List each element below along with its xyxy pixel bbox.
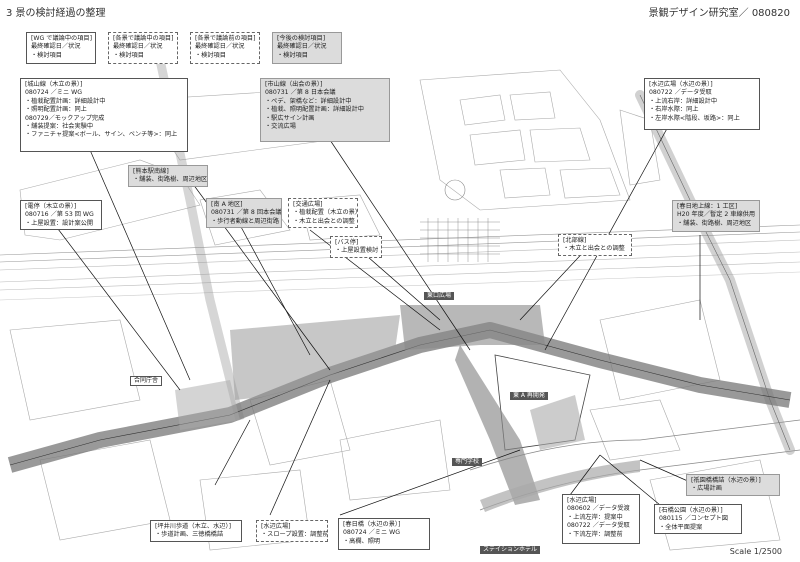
callout-heading: [水辺広場]	[567, 497, 597, 504]
callout-heading: [電停（木立の景）]	[25, 203, 77, 210]
legend-line: 最終確認日／状況	[113, 43, 163, 51]
callout-line: 080724 ／ミニ WG	[343, 529, 401, 537]
callout-line: ・左岸水際<階段、坂路>：同上	[649, 114, 740, 122]
callout-ichiyama: [市山線（出会の景）] 080731 ／第 8 日本会議 ・ペデ、架橋など：詳細…	[260, 78, 390, 142]
callout-line: 080722 ／データ受取	[567, 522, 630, 530]
callout-heading: [市山線（出会の景）]	[265, 81, 323, 88]
legend-line: 最終確認日／状況	[195, 43, 245, 51]
callout-line: ・高欄、照明	[343, 537, 381, 545]
callout-ishibashi: [石橋公園（水辺の景）] 080115 ／コンセプト図 ・全体平面提案	[654, 504, 742, 534]
parking-grid	[420, 218, 500, 262]
callout-line: ・舗装、街路樹、周辺地区	[133, 176, 208, 184]
callout-kasuga-bridge: [春日橋（水辺の景）] 080724 ／ミニ WG ・高欄、照明	[338, 518, 430, 550]
legend-heading: [各景で議論中の項目]	[113, 35, 174, 42]
callout-heading: [北部線]	[563, 237, 587, 244]
legend-heading: [各景で議論前の項目]	[195, 35, 256, 42]
callout-line: ・上流左岸：提案中	[567, 513, 623, 521]
callout-line: ・照明配置計画：同上	[25, 106, 87, 114]
legend-wg: [WG で議論中の項目] 最終確認日／状況 ・検討項目	[26, 32, 96, 64]
callout-line: ・上流右岸：詳細設計中	[649, 97, 718, 105]
callout-line: 080731 ／第 8 日本会議	[265, 89, 336, 97]
callout-line: ・スロープ設置：調整前	[261, 531, 328, 539]
callout-line: ・ファニチャ提案<ボール、サイン、ベンチ等>：同上	[25, 131, 178, 139]
callout-line: ・歩道計画、三徳橋橋詰	[155, 531, 224, 539]
label-hotel: ステイションホテル	[480, 546, 541, 554]
callout-heading: [春日地上線：1 工区]	[677, 203, 738, 210]
label-higashiguchi: 東口広場	[424, 292, 455, 300]
callout-line: ・植栽配置計画：詳細設計中	[25, 97, 106, 105]
label-higashi-a: 東 A 再開発	[510, 392, 548, 400]
callout-line: ・上屋設置検討	[335, 247, 379, 255]
callout-minami-a: [南 A 地区] 080731 ／第 8 回本会議 ・歩行者動線と周辺街路	[206, 198, 282, 228]
callout-line: ・駅広サイン計画	[265, 114, 315, 122]
callout-line: ・下流左岸：調整前	[567, 530, 623, 538]
callout-line: ・ペデ、架橋など：詳細設計中	[265, 97, 352, 105]
legend-line: 最終確認日／状況	[31, 43, 81, 51]
callout-line: 080722 ／データ受取	[649, 89, 712, 97]
callout-gionbashi: [祇園橋橋詰（水辺の景）] ・広場計画	[686, 474, 780, 496]
callout-mizube-square: [水辺広場（水辺の景）] 080722 ／データ受取 ・上流右岸：詳細設計中 ・…	[644, 78, 760, 130]
callout-densha: [電停（木立の景）] 080716 ／第 53 回 WG ・上屋設置：設計案公開	[20, 200, 102, 230]
legend-line: 最終確認日／状況	[277, 43, 327, 51]
callout-heading: [坪井川歩道（木立、水辺）]	[155, 523, 231, 530]
callout-tsuboigawa: [坪井川歩道（木立、水辺）] ・歩道計画、三徳橋橋詰	[150, 520, 242, 542]
legend-heading: [今後の検討項目]	[277, 35, 326, 42]
callout-heading: [水辺広場]	[261, 523, 291, 530]
callout-mizube-square-3: [水辺広場] 080602 ／データ受渡 ・上流左岸：提案中 080722 ／デ…	[562, 494, 640, 544]
callout-heading: [熊本駅南線]	[133, 168, 169, 175]
page-title: 3 景の検討経過の整理	[6, 8, 106, 19]
legend-future: [今後の検討項目] 最終確認日／状況 ・検討項目	[272, 32, 342, 64]
office-date: 景観デザイン研究室／ 080820	[648, 8, 790, 19]
callout-kasuga-upper: [春日地上線：1 工区] H20 年度／暫定 2 車線供用 ・舗装、街路樹、周辺…	[672, 200, 760, 232]
label-senmon: 専門学校	[452, 458, 483, 466]
callout-line: ・植栽、照明配置計画：詳細設計中	[265, 106, 364, 114]
callout-heading: [バス停]	[335, 239, 359, 246]
callout-line: ・上屋設置：設計案公開	[25, 219, 94, 227]
callout-line: ・舗装、街路樹、周辺地区	[677, 219, 752, 227]
callout-line: 080115 ／コンセプト図	[659, 515, 728, 523]
callout-line: ・歩行者動線と周辺街路	[211, 217, 280, 225]
legend-line: ・検討項目	[31, 51, 62, 59]
callout-line: H20 年度／暫定 2 車線供用	[677, 211, 756, 219]
callout-line: ・木立と出会との調整	[293, 217, 355, 225]
callout-heading: [交通広場]	[293, 201, 323, 208]
legend-line: ・検討項目	[277, 51, 308, 59]
legend-line: ・検討項目	[195, 51, 226, 59]
callout-mizube-square-2: [水辺広場] ・スロープ設置：調整前	[256, 520, 328, 542]
callout-heading: [祇園橋橋詰（水辺の景）]	[691, 477, 761, 484]
callout-bus-stop: [バス停] ・上屋設置検討	[330, 236, 382, 258]
legend-heading: [WG で議論中の項目]	[31, 35, 93, 42]
callout-line: ・右岸水際：同上	[649, 106, 699, 114]
callout-heading: [城山線（木立の景）]	[25, 81, 83, 88]
callout-heading: [南 A 地区]	[211, 201, 243, 208]
legend-before: [各景で議論前の項目] 最終確認日／状況 ・検討項目	[190, 32, 260, 64]
grey-district	[230, 315, 400, 400]
legend-each: [各景で議論中の項目] 最終確認日／状況 ・検討項目	[108, 32, 178, 64]
callout-koryu: [交通広場] ・植栽配置（木立の景） ・木立と出会との調整	[288, 198, 358, 228]
callout-shiroyama: [城山線（木立の景）] 080724 ／ミニ WG ・植栽配置計画：詳細設計中 …	[20, 78, 188, 152]
callout-heading: [春日橋（水辺の景）]	[343, 521, 401, 528]
callout-line: 080602 ／データ受渡	[567, 505, 630, 513]
callout-kitaguchi: [北部線] ・木立と出会との調整	[558, 234, 632, 256]
callout-line: ・広場計画	[691, 485, 722, 493]
scale-text: Scale 1/2500	[729, 547, 782, 556]
callout-line: 080731 ／第 8 回本会議	[211, 209, 282, 217]
label-godo-chosha: 合同庁舎	[130, 376, 163, 386]
callout-kumamoto-station: [熊本駅南線] ・舗装、街路樹、周辺地区	[128, 165, 208, 187]
callout-heading: [水辺広場（水辺の景）]	[649, 81, 713, 88]
callout-line: ・舗装提案：社会実験中	[25, 123, 94, 131]
legend-line: ・検討項目	[113, 51, 144, 59]
callout-line: 080716 ／第 53 回 WG	[25, 211, 94, 219]
callout-line: ・植栽配置（木立の景）	[293, 209, 358, 217]
callout-line: ・交流広場	[265, 123, 296, 131]
callout-line: 080729／モックアップ完成	[25, 114, 105, 122]
callout-line: 080724 ／ミニ WG	[25, 89, 83, 97]
roundabout-mark	[444, 179, 466, 201]
shiroyama-road	[7, 322, 792, 473]
callout-line: ・木立と出会との調整	[563, 245, 625, 253]
callout-heading: [石橋公園（水辺の景）]	[659, 507, 723, 514]
callout-line: ・全体平面提案	[659, 523, 703, 531]
